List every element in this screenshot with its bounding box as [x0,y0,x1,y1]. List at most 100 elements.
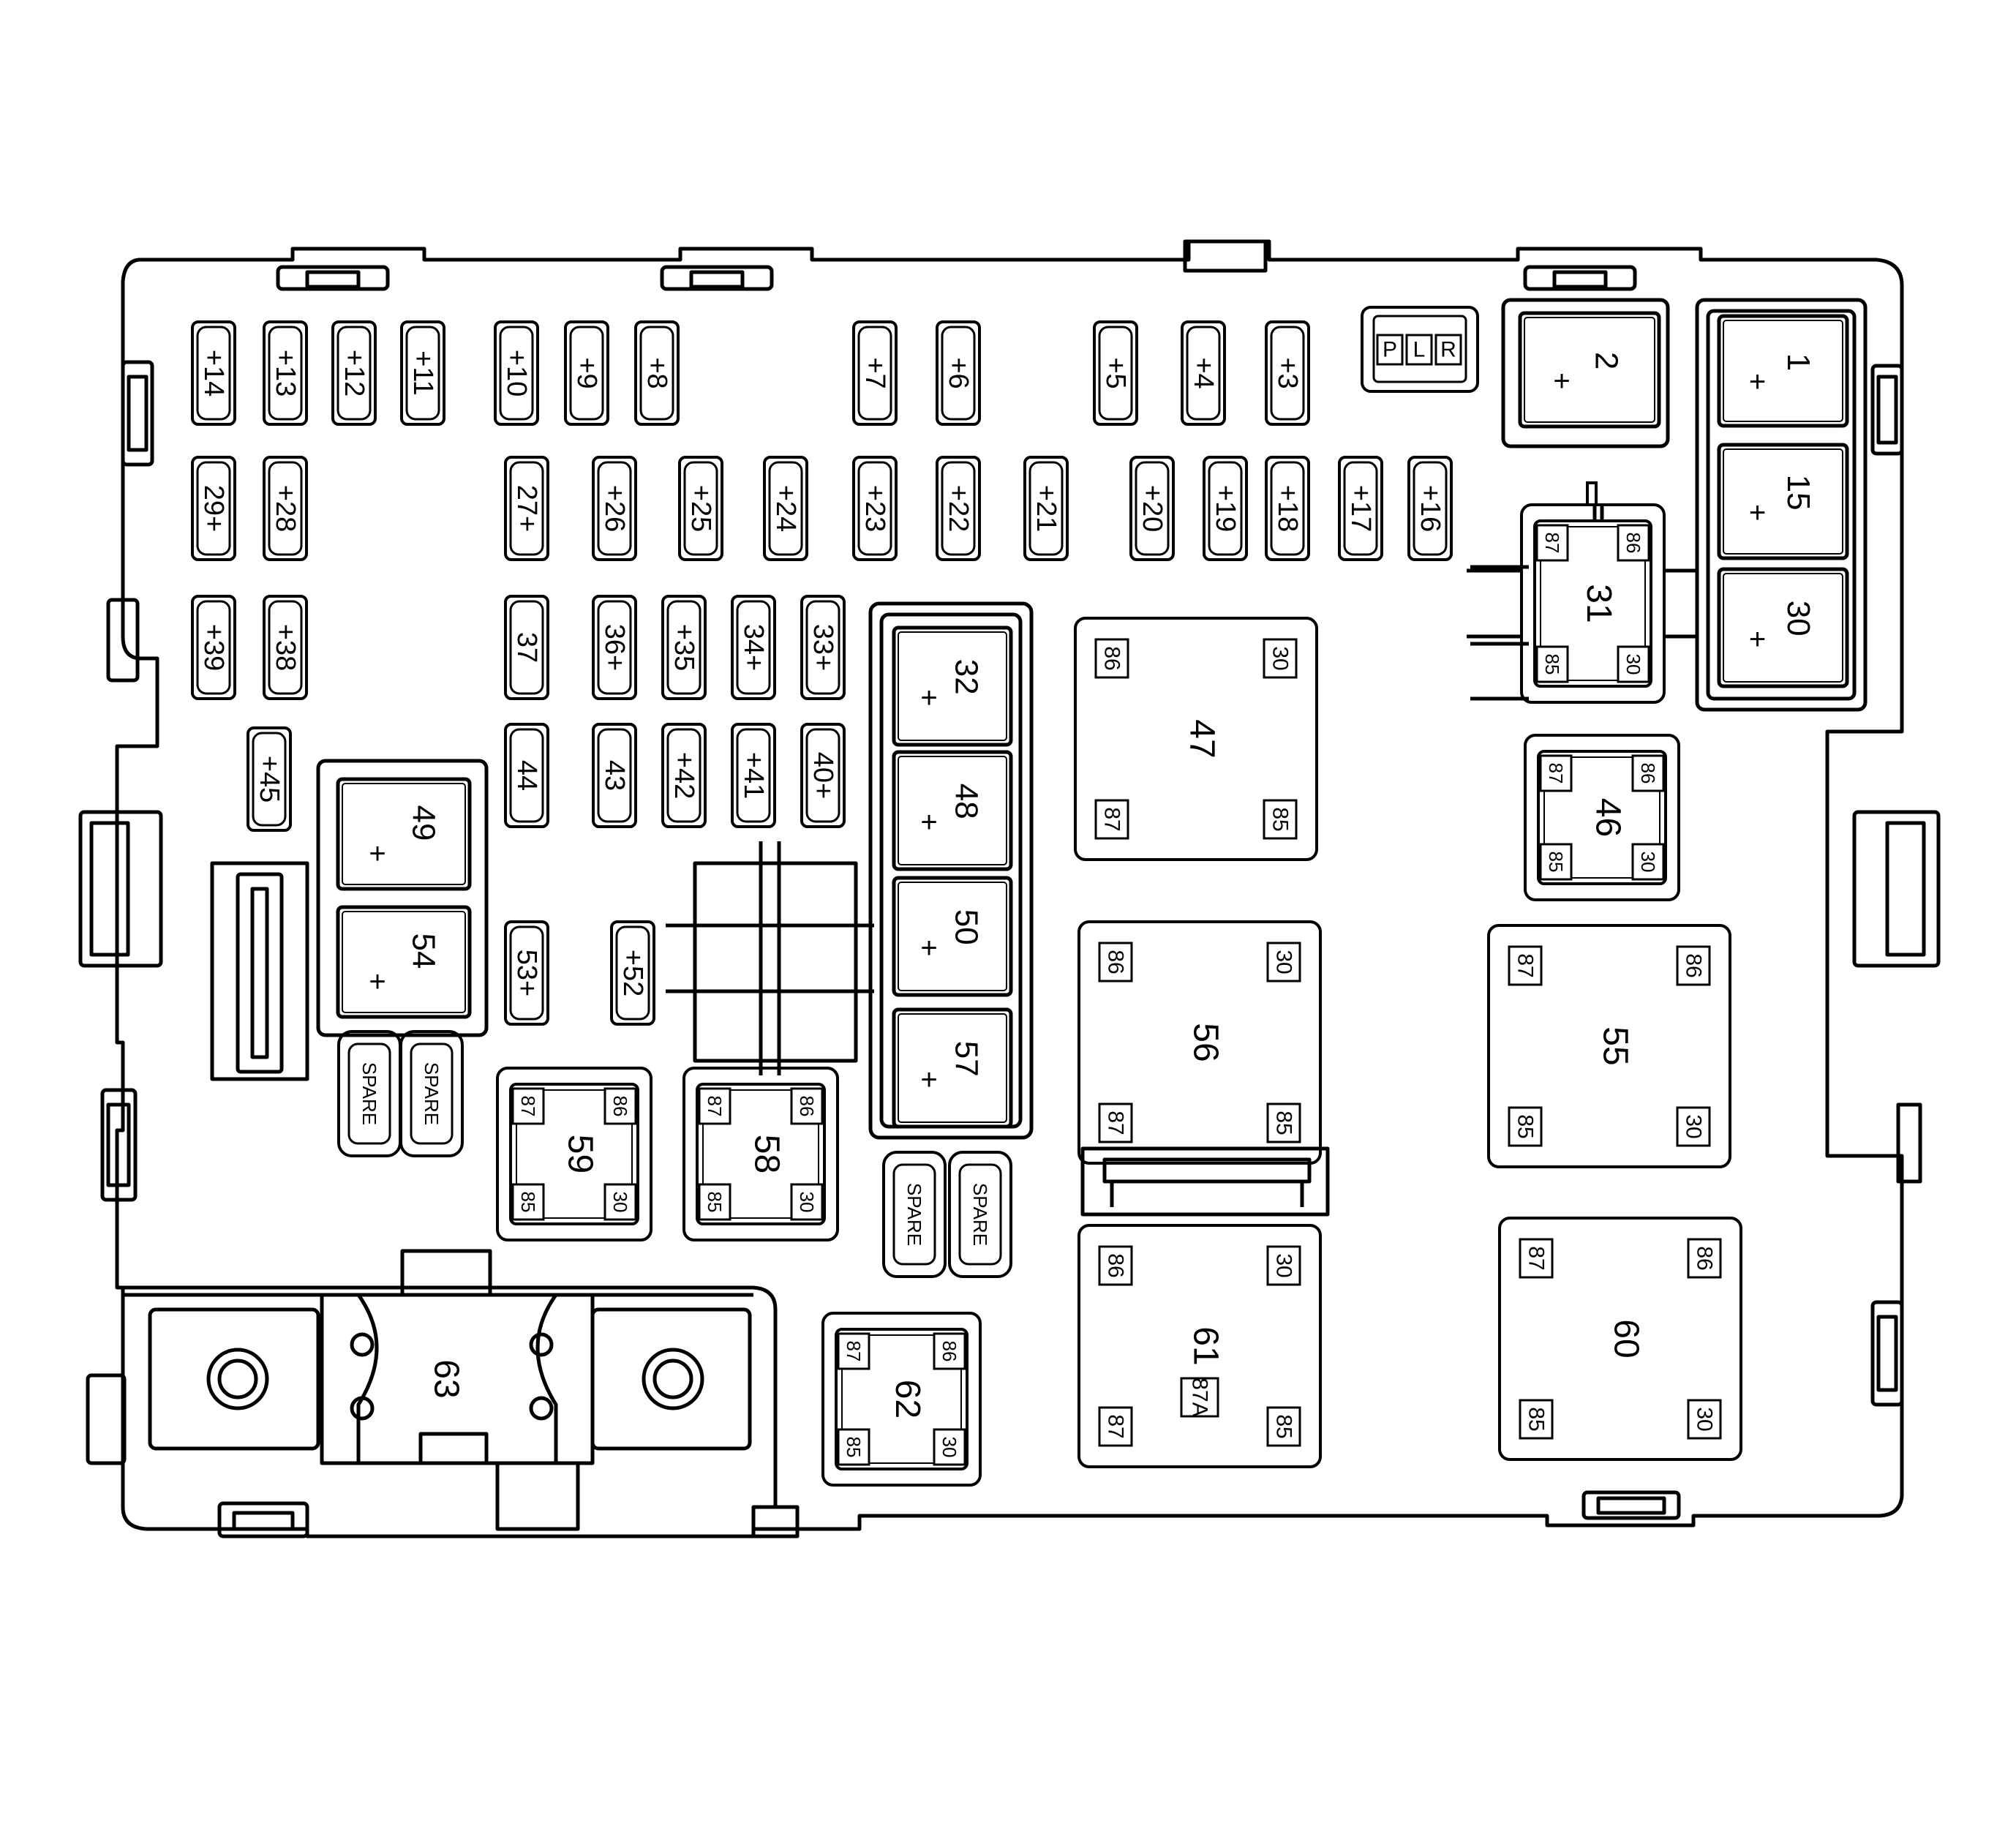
relay-pin-label: 85 [843,1437,865,1458]
spare-fuse[interactable]: SPARE [948,1151,1012,1278]
fuse-5[interactable]: +5 [1093,320,1138,426]
fuse-35[interactable]: +35 [661,595,707,700]
fuse-22[interactable]: +22 [936,456,981,561]
maxi-fuse-50[interactable]: 50+ [892,876,1013,997]
fuse-label: +24 [770,485,801,532]
fuse-3[interactable]: +3 [1265,320,1310,426]
fuse-21[interactable]: +21 [1023,456,1069,561]
fuse-34[interactable]: 34+ [731,595,776,700]
fuse-45[interactable]: +45 [247,726,292,832]
relay-pin-box [1617,645,1650,683]
spare-fuse[interactable]: SPARE [399,1030,464,1157]
relay-pin-box [933,1332,966,1370]
relay-pin-label: 86 [1100,646,1124,670]
fuse-17[interactable]: +17 [1338,456,1383,561]
maxi-fuse-30[interactable]: 30+ [1717,567,1849,688]
maxi-fuse-32[interactable]: 32+ [892,625,1013,747]
fuse-9[interactable]: +9 [564,320,609,426]
maxi-fuse-label: 57 [949,1041,985,1077]
fuse-16[interactable]: +16 [1407,456,1453,561]
maxi-fuse-15[interactable]: 15+ [1717,443,1849,560]
fuse-28[interactable]: +28 [263,456,308,561]
fuse-52[interactable]: +52 [610,920,655,1026]
maxi-fuse-plus: + [920,682,937,714]
fuse-label: +38 [270,624,301,671]
relay-pin-label: 85 [1272,1414,1296,1438]
fuse-12[interactable]: +12 [331,320,377,426]
fuse-39[interactable]: +39 [191,595,236,700]
fuse-41[interactable]: +41 [731,723,776,828]
fuse-36[interactable]: 36+ [592,595,637,700]
fuse-38[interactable]: +38 [263,595,308,700]
fuse-37[interactable]: 37 [504,595,549,700]
relay-pin-box [1539,754,1573,792]
relay-pin-label: 30 [1272,950,1296,974]
maxi-fuse-label: 30 [1780,601,1816,636]
relay-pin-label: 85 [517,1192,539,1213]
maxi-fuse-plus: + [369,838,385,870]
maxi-fuse-54[interactable]: 54+ [336,905,472,1019]
relay-pin-label: 85 [1545,852,1567,873]
fuse-8[interactable]: +8 [634,320,680,426]
fuse-label: 36+ [599,624,630,671]
fuse-24[interactable]: +24 [763,456,808,561]
fuse-7[interactable]: +7 [852,320,898,426]
fuse-23[interactable]: +23 [852,456,898,561]
fuse-label: +7 [860,357,890,388]
mega-fuse-63[interactable]: 63 [427,1359,466,1398]
fuse-29[interactable]: 29+ [191,456,236,561]
spare-fuse[interactable]: SPARE [337,1030,402,1157]
maxi-fuse-2[interactable]: 2+ [1518,311,1661,429]
spare-fuse[interactable]: SPARE [882,1151,947,1278]
relay-pin-box [1266,942,1301,982]
fuse-label: +10 [501,350,532,397]
fuse-13[interactable]: +13 [263,320,308,426]
relay-label: 62 [888,1380,927,1419]
fuse-4[interactable]: +4 [1181,320,1226,426]
fuse-18[interactable]: +18 [1265,456,1310,561]
fuse-43[interactable]: 43 [592,723,637,828]
fuse-27[interactable]: 27+ [504,456,549,561]
fuse-11[interactable]: +11 [400,320,445,426]
fuse-44[interactable]: 44 [504,723,549,828]
fuse-6[interactable]: +6 [936,320,981,426]
relay-pin-label: 30 [609,1192,631,1213]
maxi-fuse-48[interactable]: 48+ [892,750,1013,871]
fuse-26[interactable]: +26 [592,456,637,561]
fuse-label: +52 [617,950,648,996]
fuse-14[interactable]: +14 [191,320,236,426]
relay-pin-box [1676,1106,1711,1147]
fuse-19[interactable]: +19 [1203,456,1248,561]
fuse-42[interactable]: +42 [661,723,707,828]
fuse-label: +19 [1210,485,1241,532]
fuse-20[interactable]: +20 [1129,456,1175,561]
relay-pin-label: 85 [1268,807,1293,831]
maxi-fuse-57[interactable]: 57+ [892,1007,1013,1129]
fuse-53[interactable]: 53+ [504,920,549,1026]
maxi-fuse-plus: + [369,966,385,998]
fuse-33[interactable]: 33+ [800,595,846,700]
fuse-40[interactable]: 40+ [800,723,846,828]
maxi-fuse-49[interactable]: 49+ [336,777,472,891]
relay-pin-label: 85 [1541,654,1563,675]
fuse-label: 44 [511,760,542,791]
fuse-25[interactable]: +25 [678,456,723,561]
relay-pin-box [1687,1238,1722,1279]
maxi-fuse-plus: + [920,932,937,964]
relay-pin-box [1098,1102,1133,1143]
maxi-fuse-1[interactable]: 1+ [1717,314,1849,428]
relay-pin-box [933,1428,966,1466]
fuse-10[interactable]: +10 [494,320,539,426]
relay-pin-box [1098,1406,1133,1447]
